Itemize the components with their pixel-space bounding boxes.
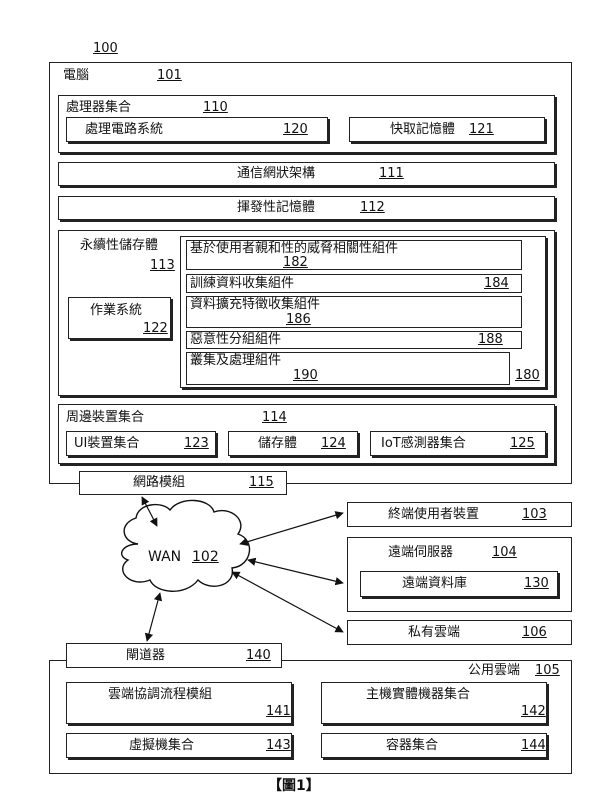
volatile-memory-ref: 112 xyxy=(360,200,385,215)
private-cloud-box xyxy=(347,620,572,645)
component-190-ref: 190 xyxy=(293,368,318,383)
cloud-orchestration-ref: 141 xyxy=(266,704,291,719)
processor-set-ref: 110 xyxy=(203,100,228,115)
container-set-label: 容器集合 xyxy=(386,738,439,753)
processing-circuitry-box xyxy=(66,117,328,142)
public-cloud-ref: 105 xyxy=(535,663,560,678)
component-188-label: 惡意性分組組件 xyxy=(190,332,282,347)
component-184-label: 訓練資料收集組件 xyxy=(190,276,295,291)
component-184-ref: 184 xyxy=(484,276,509,291)
end-user-device-ref: 103 xyxy=(522,507,547,522)
component-190-box xyxy=(186,352,510,385)
operating-system-box xyxy=(68,297,171,339)
network-module-ref: 115 xyxy=(249,475,274,490)
host-machine-set-box xyxy=(321,682,547,724)
cloud-orchestration-label: 雲端協調流程模組 xyxy=(108,687,213,702)
network-module-label: 網路模組 xyxy=(133,475,186,490)
cloud-orchestration-box xyxy=(66,682,292,724)
component-188-box xyxy=(186,331,522,349)
remote-database-ref: 130 xyxy=(524,576,549,591)
vm-set-ref: 143 xyxy=(266,738,291,753)
public-cloud-label: 公用雲端 xyxy=(468,663,521,678)
vm-set-label: 虛擬機集合 xyxy=(129,738,195,753)
ui-device-set-box xyxy=(66,431,216,456)
component-184-box xyxy=(186,274,522,293)
host-machine-set-ref: 142 xyxy=(521,704,546,719)
ui-device-set-ref: 123 xyxy=(184,436,209,451)
container-set-ref: 144 xyxy=(521,738,546,753)
peripheral-set-ref: 114 xyxy=(262,410,287,425)
operating-system-label: 作業系統 xyxy=(90,303,143,318)
component-186-ref: 186 xyxy=(286,312,311,327)
volatile-memory-box xyxy=(58,196,555,220)
persistent-storage-label: 永續性儲存體 xyxy=(80,238,159,253)
processor-set-label: 處理器集合 xyxy=(66,100,132,115)
communication-fabric-label: 通信網狀架構 xyxy=(237,166,316,181)
wan-label: WAN xyxy=(148,549,182,565)
storage-box xyxy=(228,431,358,456)
gateway-box xyxy=(66,643,282,668)
component-182-box xyxy=(186,240,522,270)
cache-ref: 121 xyxy=(469,122,494,137)
component-188-ref: 188 xyxy=(478,332,503,347)
component-182-label: 基於使用者親和性的威脅相關性組件 xyxy=(190,241,399,256)
processing-circuitry-label: 處理電路系統 xyxy=(85,122,164,137)
computer-label: 電腦 xyxy=(63,68,90,83)
host-machine-set-label: 主機實體機器集合 xyxy=(366,687,471,702)
remote-database-label: 遠端資料庫 xyxy=(402,576,468,591)
storage-label: 儲存體 xyxy=(258,436,298,451)
iot-sensor-set-box xyxy=(370,431,546,456)
remote-server-ref: 104 xyxy=(492,545,517,560)
vm-set-box xyxy=(66,733,292,758)
iot-sensor-set-ref: 125 xyxy=(510,436,535,451)
gateway-ref: 140 xyxy=(246,648,271,663)
threat-module-ref: 180 xyxy=(515,368,540,383)
cache-label: 快取記憶體 xyxy=(390,122,456,137)
private-cloud-ref: 106 xyxy=(522,625,547,640)
storage-ref: 124 xyxy=(321,436,346,451)
wan-ref: 102 xyxy=(192,549,219,565)
container-set-box xyxy=(321,733,547,758)
component-186-label: 資料擴充特徵收集組件 xyxy=(190,297,321,312)
component-182-ref: 182 xyxy=(283,255,308,270)
remote-server-label: 遠端伺服器 xyxy=(388,545,454,560)
persistent-storage-ref: 113 xyxy=(150,258,175,273)
component-186-box xyxy=(186,296,522,328)
figure-caption: 【圖1】 xyxy=(268,778,320,794)
processing-circuitry-ref: 120 xyxy=(283,122,308,137)
end-user-device-box xyxy=(347,502,572,527)
communication-fabric-ref: 111 xyxy=(379,166,404,181)
remote-database-box xyxy=(360,571,558,597)
peripheral-set-label: 周邊裝置集合 xyxy=(66,410,145,425)
gateway-label: 閘道器 xyxy=(126,648,166,663)
ui-device-set-label: UI裝置集合 xyxy=(74,436,140,451)
cache-box xyxy=(349,117,545,142)
end-user-device-label: 終端使用者裝置 xyxy=(388,507,480,522)
computer-ref: 101 xyxy=(157,68,182,83)
communication-fabric-box xyxy=(58,162,555,186)
component-190-label: 叢集及處理組件 xyxy=(190,353,282,368)
iot-sensor-set-label: IoT感測器集合 xyxy=(381,436,466,451)
operating-system-ref: 122 xyxy=(143,321,168,336)
volatile-memory-label: 揮發性記憶體 xyxy=(237,200,316,215)
wan-cloud-icon xyxy=(120,499,251,592)
network-module-box xyxy=(79,471,287,495)
private-cloud-label: 私有雲端 xyxy=(408,625,461,640)
figure-ref: 100 xyxy=(93,41,118,56)
